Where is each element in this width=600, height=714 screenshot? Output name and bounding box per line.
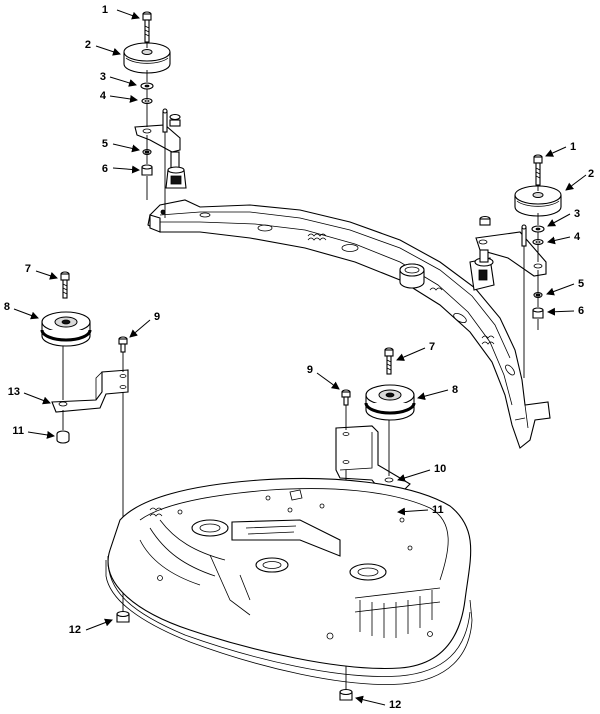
pulley-lower-right [364,384,416,421]
pulley-bracket-left [51,369,129,413]
callout-labels: 1 2 3 4 5 6 1 2 3 4 5 6 7 8 9 13 11 9 7 … [4,4,594,711]
deck-nut-left [116,610,130,623]
callout-12-right: 12 [389,699,401,711]
bolt-bracket-left [118,336,128,353]
callout-2-upper-left: 2 [85,39,91,51]
spacer-upper-left [141,97,153,105]
leader-lines [13,9,587,706]
callout-12-left: 12 [69,624,81,636]
deck-nut-right [339,688,353,701]
callout-11-left: 11 [12,425,24,437]
callout-7-right: 7 [429,341,435,353]
idler-arm-upper-left [134,108,187,189]
pulley-bracket-right [335,425,411,491]
left-lower-pulley-assembly [40,271,129,612]
callout-10: 10 [434,463,446,475]
callout-4-upper-right: 4 [574,231,581,243]
callout-2-upper-right: 2 [588,168,594,180]
washer-upper-right [531,225,545,233]
callout-5-upper-left: 5 [102,138,108,150]
callout-3-upper-right: 3 [574,208,580,220]
right-upper-idler-assembly [469,154,562,378]
bolt-upper-left [142,11,152,43]
bolt-lower-left [60,271,70,299]
nut-upper-left [141,164,153,176]
callout-9-right: 9 [307,364,313,376]
callout-5-upper-right: 5 [578,278,584,290]
washer-upper-left [140,82,154,90]
callout-3-upper-left: 3 [100,71,106,83]
callout-8-right: 8 [452,384,458,396]
nut-lower-left [56,430,70,444]
clip-group [307,233,495,345]
callout-1-upper-right: 1 [570,141,576,153]
spacer-upper-right [532,238,544,246]
bolt-bracket-right [341,389,351,406]
callout-11-right: 11 [432,504,444,516]
callout-13: 13 [8,386,20,398]
spring-washer-upper-left [142,148,152,156]
callout-1-upper-left: 1 [102,4,108,16]
spring-washer-upper-right [533,291,543,299]
left-upper-idler-assembly [123,11,187,218]
callout-9-left: 9 [154,311,160,323]
spindle-left [191,519,229,537]
idler-pulley-upper-left [123,42,171,74]
callout-8-left: 8 [4,301,10,313]
pulley-lower-left [40,311,92,347]
callout-6-upper-right: 6 [578,305,584,317]
spindle-center [255,557,289,573]
callout-4-upper-left: 4 [100,90,107,102]
bolt-upper-right [533,154,543,186]
nut-upper-right [532,307,544,319]
callout-7-left: 7 [25,263,31,275]
deck-shroud-bracket [147,199,551,449]
idler-arm-upper-right [469,215,547,291]
spindle-right [349,563,387,581]
callout-6-upper-left: 6 [102,163,108,175]
mower-deck [105,477,473,685]
bolt-lower-right [384,347,394,375]
